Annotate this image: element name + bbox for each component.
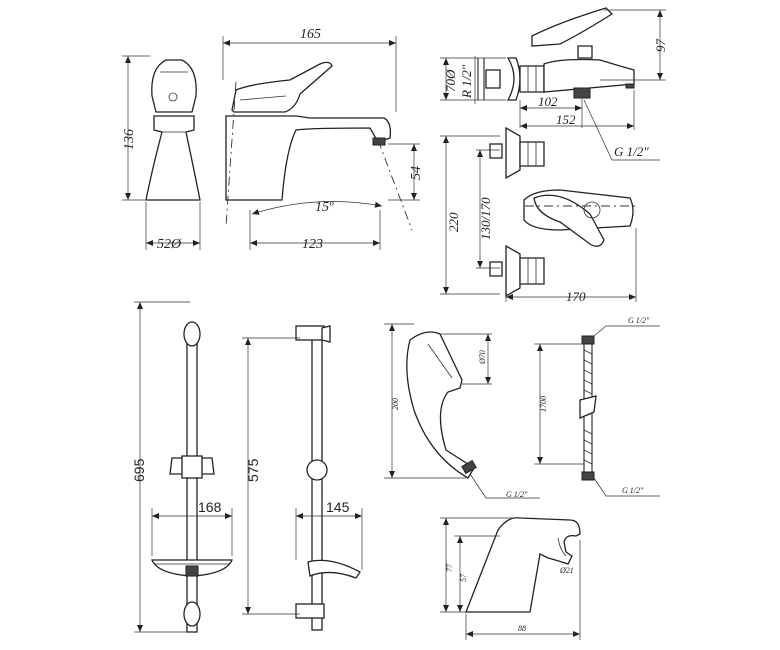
hand-shower-diameter-label: Ø70: [478, 350, 487, 365]
riser-rail-depth-label: 145: [326, 499, 350, 515]
riser-rail-drawing: [242, 325, 363, 631]
bath-outlet-thread-label: G 1/2": [614, 144, 649, 159]
bracket-height-label: 77: [445, 563, 454, 572]
hose-length-label: 1700: [539, 396, 548, 412]
hose-bottom-thread-label: G 1/2": [622, 486, 644, 495]
basin-mixer-front-view: [122, 55, 201, 250]
bracket-depth-label: 88: [518, 624, 526, 633]
basin-base-diameter-label: 52Ø: [157, 237, 182, 252]
basin-length-label: 165: [300, 27, 321, 42]
wall-bracket-drawing: [440, 517, 581, 640]
hand-shower-drawing: [384, 323, 540, 499]
bath-spout-offset-label: 102: [538, 94, 558, 109]
bath-inlet-thread-label: R 1/2": [459, 64, 474, 99]
slide-bar-length-label: 695: [131, 458, 147, 482]
bath-centers-label: 130/170: [478, 197, 493, 240]
bath-width-label: 170: [566, 289, 586, 304]
bracket-inner-height-label: 57: [459, 573, 468, 582]
basin-mixer-side-view: [222, 36, 420, 250]
hose-top-thread-label: G 1/2": [628, 316, 650, 325]
slide-bar-drawing: [134, 301, 233, 633]
riser-rail-length-label: 575: [245, 458, 261, 482]
bath-mixer-top-view: [440, 7, 666, 161]
basin-height-label: 136: [122, 129, 137, 150]
soap-dish-width-label: 168: [198, 499, 222, 515]
hand-shower-thread-label: G 1/2": [506, 490, 528, 499]
basin-reach-label: 123: [302, 237, 323, 252]
bracket-hole-label: Ø21: [559, 566, 574, 575]
bath-spout-length-label: 152: [556, 112, 576, 127]
basin-spout-height-label: 54: [409, 166, 424, 180]
bath-flange-diameter-label: 70Ø: [443, 69, 458, 92]
hand-shower-length-label: 200: [391, 398, 400, 410]
basin-angle-label: 15º: [315, 200, 334, 215]
bath-wall-offset-label: 220: [446, 212, 461, 232]
shower-hose-drawing: [534, 325, 660, 497]
bath-height-label: 97: [653, 39, 668, 53]
bath-mixer-front-view: [440, 126, 638, 302]
